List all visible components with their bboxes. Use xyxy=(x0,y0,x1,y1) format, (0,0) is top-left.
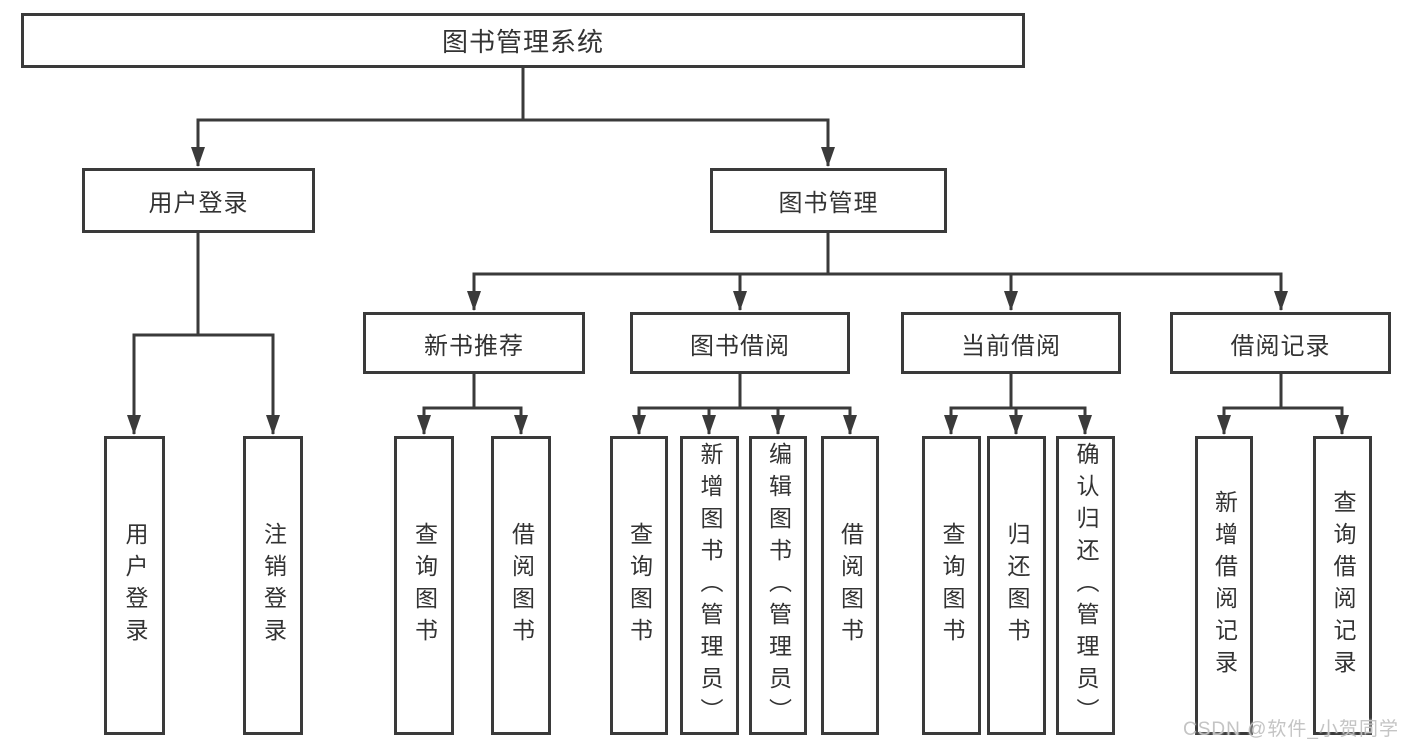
leaf-borrow-borrow-books: 借阅图书 xyxy=(821,436,879,735)
leaf-current-confirm-return-admin: 确认归还（管理员） xyxy=(1056,436,1115,735)
leaf-user-login: 用户登录 xyxy=(104,436,165,735)
edge-arrows xyxy=(127,120,1349,435)
node-user-login-module: 用户登录 xyxy=(82,168,315,233)
node-book-borrowing: 图书借阅 xyxy=(630,312,850,374)
leaf-logout: 注销登录 xyxy=(243,436,303,735)
node-library-system-root: 图书管理系统 xyxy=(21,13,1025,68)
leaf-borrow-query-books: 查询图书 xyxy=(610,436,668,735)
leaf-records-add-record: 新增借阅记录 xyxy=(1195,436,1253,735)
node-current-borrowing: 当前借阅 xyxy=(901,312,1121,374)
edge-bars xyxy=(132,66,1344,410)
leaf-borrow-add-books-admin: 新增图书（管理员） xyxy=(680,436,739,735)
leaf-borrow-edit-books-admin: 编辑图书（管理员） xyxy=(749,436,807,735)
leaf-current-query-books: 查询图书 xyxy=(922,436,981,735)
leaf-recommend-borrow-books: 借阅图书 xyxy=(491,436,551,735)
leaf-records-query-record: 查询借阅记录 xyxy=(1313,436,1372,735)
node-new-book-recommendation: 新书推荐 xyxy=(363,312,585,374)
node-borrowing-records: 借阅记录 xyxy=(1170,312,1391,374)
leaf-recommend-query-books: 查询图书 xyxy=(394,436,454,735)
leaf-current-return-books: 归还图书 xyxy=(987,436,1046,735)
csdn-watermark: CSDN @软件_小贺同学 xyxy=(1183,719,1399,740)
node-book-management-module: 图书管理 xyxy=(710,168,947,233)
